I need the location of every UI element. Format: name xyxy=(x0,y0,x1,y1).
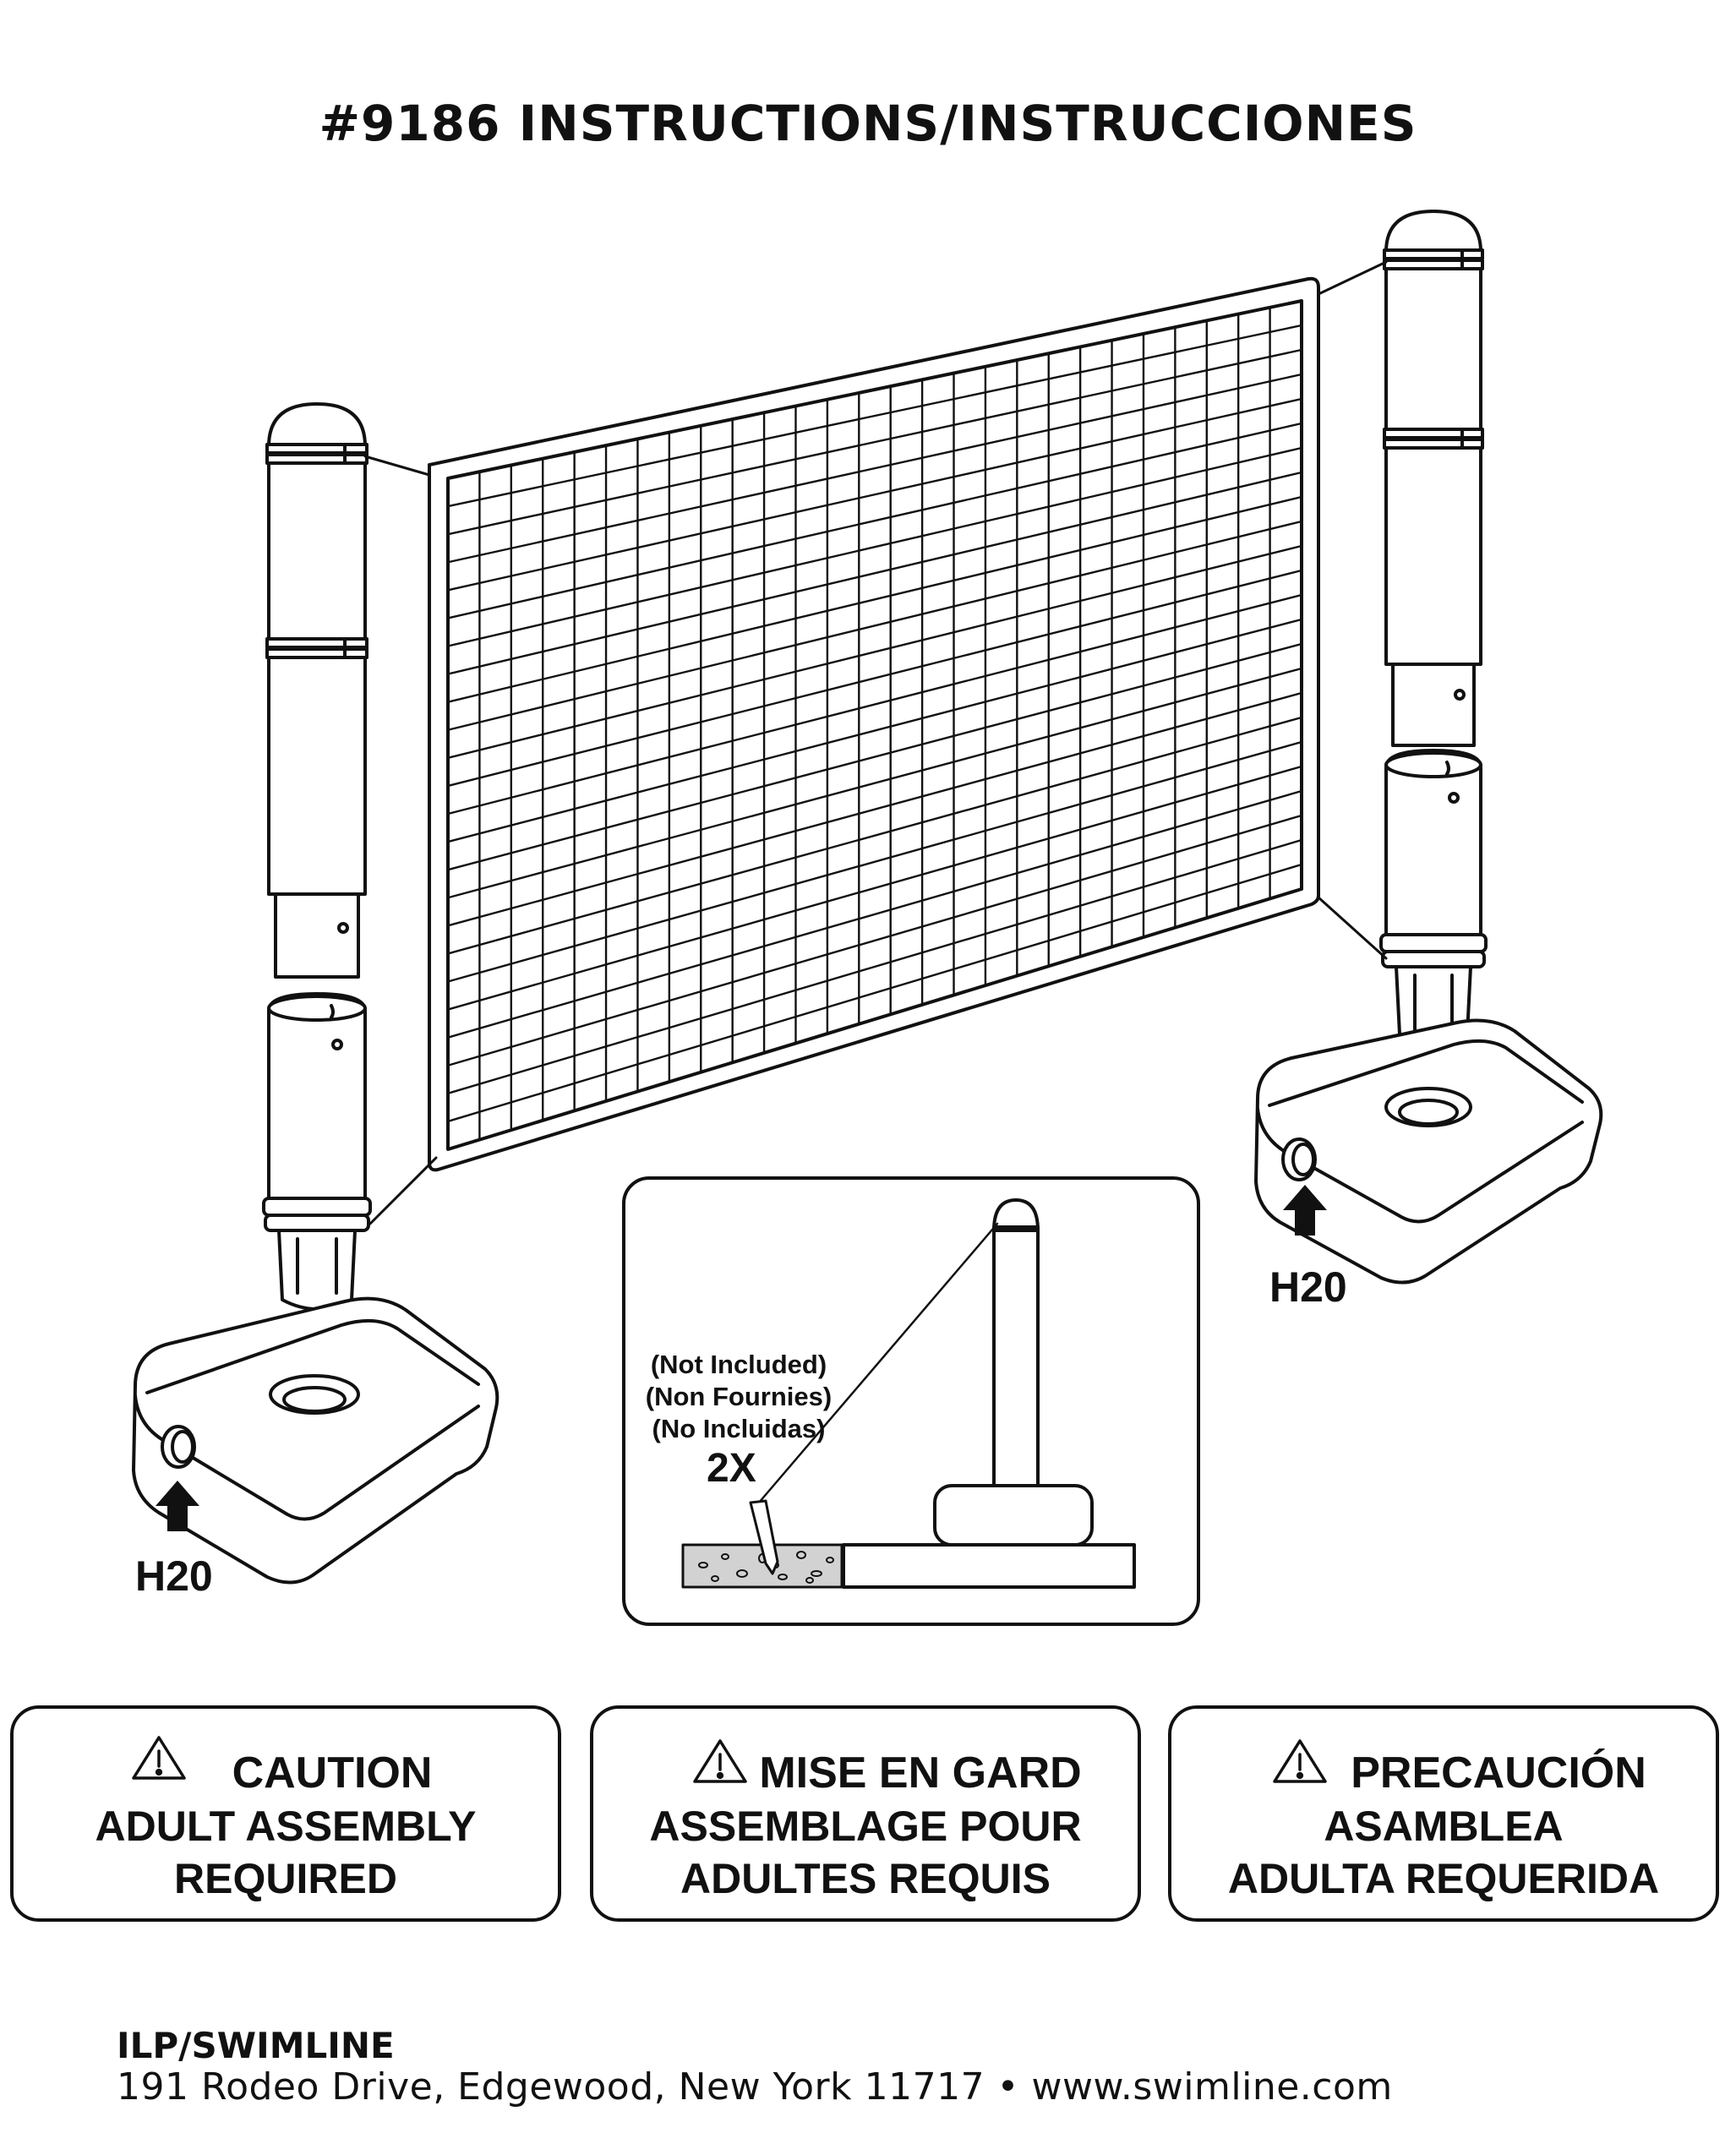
note-line-fr: (Non Fournies) xyxy=(645,1382,833,1411)
right-post xyxy=(1379,210,1488,1045)
note-line-en: (Not Included) xyxy=(650,1350,827,1379)
mesh-line xyxy=(446,691,1303,927)
mesh-line xyxy=(446,789,1303,1039)
left-base-label: H20 xyxy=(135,1552,213,1600)
mesh-line xyxy=(446,716,1303,955)
left-post xyxy=(262,402,372,1311)
mesh-line xyxy=(446,520,1303,731)
warning-box-en: CAUTION ADULT ASSEMBLY REQUIRED xyxy=(10,1705,561,1922)
warning-triangle-icon xyxy=(693,1739,747,1783)
warning-heading: PRECAUCIÓN xyxy=(1171,1748,1716,1798)
mesh-line xyxy=(446,667,1303,899)
mesh-line xyxy=(446,618,1303,843)
warning-body: ADULT ASSEMBLY REQUIRED xyxy=(14,1800,558,1905)
mesh-line xyxy=(446,838,1303,1095)
inset-note: (Not Included) (Non Fournies) (No Inclui… xyxy=(629,1349,849,1445)
warning-line: ASSEMBLAGE POUR xyxy=(649,1803,1082,1850)
warning-line: REQUIRED xyxy=(174,1855,397,1902)
mesh-line xyxy=(446,422,1303,619)
right-base-label: H20 xyxy=(1269,1263,1347,1311)
up-arrow-icon xyxy=(156,1481,199,1531)
note-line-es: (No Incluidas) xyxy=(652,1414,826,1443)
mesh-line xyxy=(446,740,1303,983)
warning-box-es: PRECAUCIÓN ASAMBLEA ADULTA REQUERIDA xyxy=(1168,1705,1719,1922)
mesh-line xyxy=(446,544,1303,760)
right-water-base xyxy=(1254,1018,1603,1285)
warning-line: ASAMBLEA xyxy=(1324,1803,1564,1850)
page-title: #9186 INSTRUCTIONS/INSTRUCCIONES xyxy=(319,95,1417,152)
warning-body: ASSEMBLAGE POUR ADULTES REQUIS xyxy=(593,1800,1138,1905)
company-name: ILP/SWIMLINE xyxy=(117,2025,395,2066)
mesh-line xyxy=(446,642,1303,871)
mesh-line xyxy=(446,495,1303,703)
anchor-stake-inset xyxy=(622,1176,1200,1626)
fence-panel xyxy=(363,260,1388,1225)
warning-heading-text: PRECAUCIÓN xyxy=(1351,1748,1646,1798)
warning-box-fr: MISE EN GARD ASSEMBLAGE POUR ADULTES REQ… xyxy=(590,1705,1141,1922)
warning-line: ADULT ASSEMBLY xyxy=(95,1803,477,1850)
mesh-line xyxy=(446,765,1303,1011)
mesh-line xyxy=(446,348,1303,536)
warning-triangle-icon xyxy=(132,1736,186,1780)
mesh-line xyxy=(446,593,1303,816)
mesh-line xyxy=(446,446,1303,647)
warning-line: ADULTA REQUERIDA xyxy=(1227,1855,1660,1902)
mesh-line xyxy=(446,324,1303,508)
warning-triangle-icon xyxy=(1273,1739,1327,1783)
warning-line: ADULTES REQUIS xyxy=(680,1855,1051,1902)
up-arrow-icon xyxy=(1283,1185,1327,1236)
mesh-line xyxy=(446,814,1303,1066)
mesh-line xyxy=(446,863,1303,1123)
warning-heading-text: MISE EN GARD xyxy=(759,1748,1082,1798)
mesh-line xyxy=(446,397,1303,592)
mesh-line xyxy=(446,569,1303,788)
company-address: 191 Rodeo Drive, Edgewood, New York 1171… xyxy=(117,2065,1393,2108)
mesh-line xyxy=(446,471,1303,675)
left-water-base xyxy=(132,1296,500,1585)
warning-heading-text: CAUTION xyxy=(232,1748,433,1798)
warning-heading: CAUTION xyxy=(14,1748,558,1798)
warning-body: ASAMBLEA ADULTA REQUERIDA xyxy=(1171,1800,1716,1905)
stake-quantity: 2X xyxy=(707,1446,756,1491)
warning-heading: MISE EN GARD xyxy=(593,1748,1138,1798)
mesh-line xyxy=(446,373,1303,564)
